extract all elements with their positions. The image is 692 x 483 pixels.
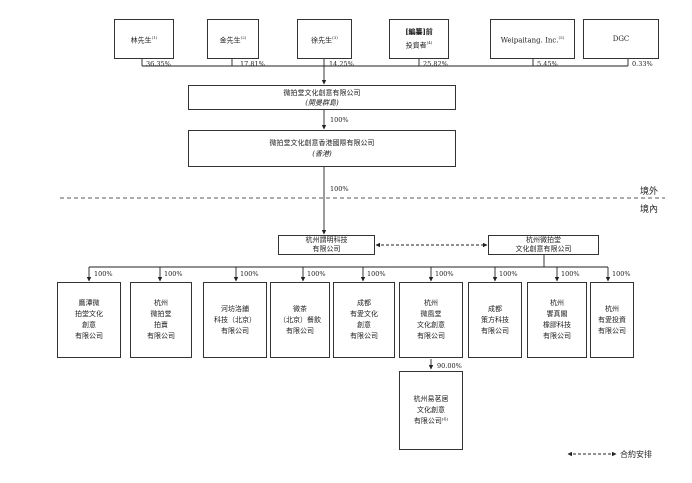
company-name-line: 杭州易茗居 (413, 395, 449, 403)
company-name-line: 杭州 (424, 299, 438, 307)
pct-label: 17.81% (240, 60, 265, 68)
subsidiary-box-xiangzhenge: 杭州 饗真閣 橡膠科技 有限公司 (527, 282, 587, 358)
company-name-line: 有限公司 (543, 332, 571, 340)
pct-label: 14.25% (329, 60, 354, 68)
company-name-line: 有限公司 (481, 326, 509, 335)
footnote-marker: (4) (426, 40, 433, 46)
wfoe-box: 杭州謂明科技 有限公司 (278, 235, 375, 255)
company-name-line: 微風堂 (420, 310, 442, 318)
subsidiary-box-hefang: 河坊洛鋪 科技（北京） 有限公司 (203, 282, 267, 358)
shareholder-box-investors: [編纂]前 投資者(4) (389, 19, 449, 59)
company-name-line: 文化創意 (417, 321, 445, 329)
company-name-line: 有愛投資 (598, 315, 626, 324)
pct-label: 25.82% (423, 60, 448, 68)
pct-label: 100% (435, 270, 454, 278)
company-name-line: 微拍堂 (150, 310, 172, 318)
company-name-line: 拍賣 (154, 321, 168, 329)
company-name-line: 拍堂文化 (75, 310, 103, 318)
jurisdiction-label: (香港) (312, 149, 332, 158)
company-name-line: 有限公司 (147, 332, 175, 340)
company-name-line: 有愛文化 (350, 310, 378, 318)
shareholder-box-dgc: DGC (583, 19, 659, 59)
company-name-line: 有限公司 (221, 326, 249, 335)
company-name: 杭州謂明科技 (305, 236, 348, 244)
company-name: 微拍堂文化創意有限公司 (283, 88, 361, 97)
company-name-line: 成都 (357, 299, 371, 307)
pct-label: 100% (240, 270, 259, 278)
company-name-line: 成都 (488, 304, 502, 313)
subsidiary-box-weifeng: 杭州 微風堂 文化創意 有限公司 (399, 282, 463, 358)
subsidiary-box-auction: 杭州 微拍堂 拍賣 有限公司 (130, 282, 192, 358)
shareholder-name: Weipaitang. Inc. (500, 36, 559, 45)
shareholder-box-weipaitang: Weipaitang. Inc.(5) (490, 19, 575, 59)
footnote-marker: (1) (151, 34, 158, 40)
company-name-line2: 有限公司 (312, 245, 341, 253)
company-name-line: 河坊洛鋪 (221, 304, 249, 313)
company-name-line: 鷹潭微 (78, 299, 100, 307)
company-name-line: 有限公司⁽⁶⁾ (413, 417, 449, 425)
pct-label: 36.35% (146, 60, 171, 68)
company-name-line: 有限公司 (75, 332, 103, 340)
company-name-line: 杭州 (605, 304, 619, 313)
pct-label: 100% (330, 185, 349, 193)
cayman-company-box: 微拍堂文化創意有限公司 (開曼群島) (188, 85, 456, 110)
pct-label: 100% (561, 270, 580, 278)
shareholder-name-line2: 投資者 (405, 41, 427, 50)
company-name-line: （北京）餐飲 (279, 315, 321, 324)
footnote-marker: (2) (240, 34, 247, 40)
subsidiary-box-weicha: 微茶 （北京）餐飲 有限公司 (270, 282, 330, 358)
opco-box: 杭州微拍堂 文化創意有限公司 (488, 235, 599, 255)
contractual-arrangement-legend-icon (567, 451, 617, 457)
onshore-label: 境內 (640, 205, 659, 215)
pct-label: 5.45% (537, 60, 558, 68)
pct-label: 100% (164, 270, 183, 278)
company-name-line: 饗真閣 (546, 310, 568, 318)
company-name: 微拍堂文化創意香港國際有限公司 (269, 138, 375, 147)
company-name-line: 策方科技 (481, 315, 509, 324)
footnote-marker: (5) (558, 34, 565, 40)
shareholder-name: 金先生 (219, 36, 241, 45)
company-name-line: 有限公司 (598, 326, 626, 335)
hk-company-box: 微拍堂文化創意香港國際有限公司 (香港) (188, 130, 456, 167)
shareholder-box-jin: 金先生(2) (207, 19, 259, 59)
shareholder-name: 林先生 (130, 36, 152, 45)
jurisdiction-label: (開曼群島) (305, 98, 339, 107)
company-name-line: 有限公司 (417, 332, 445, 340)
company-name-line2: 文化創意有限公司 (515, 245, 572, 253)
company-name-line: 創意 (357, 321, 371, 329)
pct-label: 100% (499, 270, 518, 278)
shareholder-name: DGC (612, 34, 630, 43)
footnote-marker: (3) (332, 34, 338, 40)
company-name-line: 有限公司 (286, 326, 314, 335)
pct-label: 100% (367, 270, 386, 278)
company-name-line: 杭州 (154, 299, 168, 307)
offshore-label: 境外 (640, 187, 659, 197)
subsidiary-box-cefang: 成都 策方科技 有限公司 (468, 282, 522, 358)
pct-label: 100% (612, 270, 631, 278)
subsidiary-box-yingtan: 鷹潭微 拍堂文化 創意 有限公司 (57, 282, 121, 358)
pct-label: 100% (330, 116, 349, 124)
pct-label: 0.33% (632, 60, 653, 68)
company-name-line: 創意 (82, 321, 96, 329)
company-name-line: 科技（北京） (214, 315, 256, 324)
shareholder-box-xu: 徐先生(3) (297, 19, 352, 59)
company-name-line: 微茶 (293, 304, 307, 313)
pct-label: 100% (307, 270, 326, 278)
company-name-line: 文化創意 (417, 406, 445, 414)
pct-label: 90.00% (437, 362, 462, 370)
company-name-line: 橡膠科技 (543, 321, 571, 329)
subsidiary-box-yimingju: 杭州易茗居 文化創意 有限公司⁽⁶⁾ (399, 371, 463, 450)
shareholder-box-lin: 林先生(1) (114, 19, 174, 59)
legend-label: 合約安排 (620, 450, 652, 459)
company-name: 杭州微拍堂 (526, 236, 561, 244)
shareholder-name: 徐先生 (311, 36, 333, 45)
company-name-line: 杭州 (550, 299, 564, 307)
subsidiary-box-youai-investment: 杭州 有愛投資 有限公司 (590, 282, 634, 358)
company-name-line: 有限公司 (350, 332, 378, 340)
subsidiary-box-chengdu-youai: 成都 有愛文化 創意 有限公司 (333, 282, 395, 358)
pct-label: 100% (94, 270, 113, 278)
shareholder-name: [編纂]前 (405, 27, 433, 37)
